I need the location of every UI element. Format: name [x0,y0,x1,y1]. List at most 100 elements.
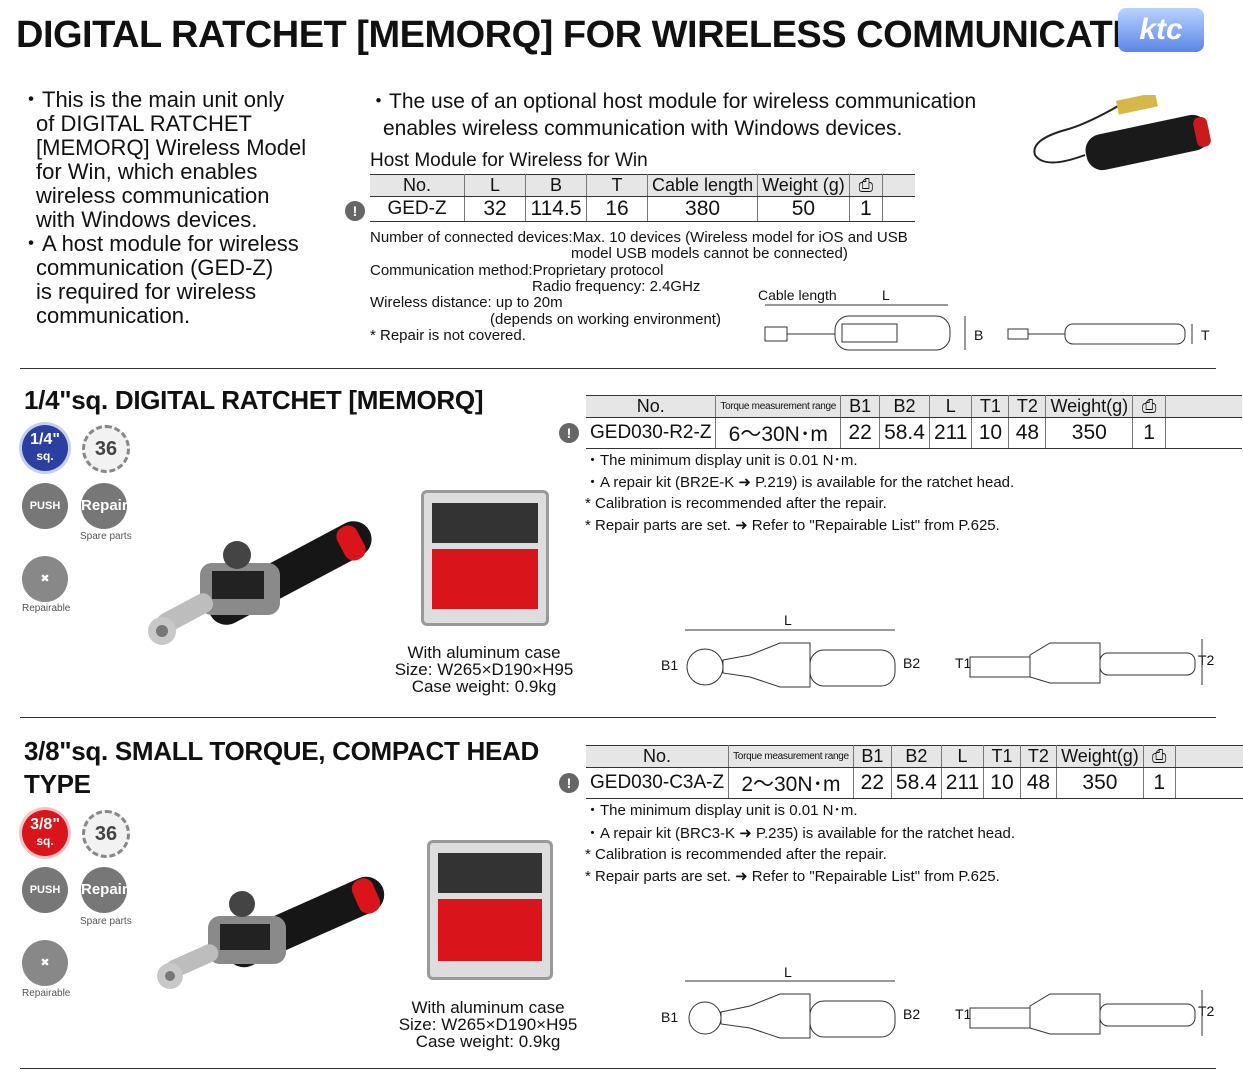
table-header: No. [370,174,465,197]
section-divider [20,717,1216,718]
wrench-icon: ✖ [22,556,68,602]
aluminum-case-image [427,840,553,980]
intro-line: communication. [36,303,191,328]
case-caption: Size: W265×D190×H95 [398,1015,578,1034]
warning-icon: ! [559,773,579,793]
table-header: No. [586,395,717,418]
table-header-empty [882,174,915,197]
dim-label-b1: B1 [661,657,679,673]
table-header: B1 [853,745,892,768]
repair-icon: Repair [81,867,128,913]
size-badge-bottom: sq. [36,449,54,463]
repairable-caption: Repairable [22,988,71,999]
table-row: GED-Z 32 114.5 16 380 50 1 [370,196,915,222]
dim-label-t1: T1 [955,655,972,671]
table-header: T [586,174,648,197]
size-badge-bottom: sq. [36,834,54,848]
table-cell-empty [1165,417,1243,449]
intro-right: ・The use of an optional host module for … [368,88,976,142]
table-cell: GED-Z [370,196,465,222]
host-module-image [1033,95,1211,171]
intro-line: ・The use of an optional host module for … [368,90,977,113]
push-button-icon: PUSH [22,483,68,529]
warning-icon: ! [345,201,365,221]
table-cell-empty [882,196,915,222]
table-cell: 1 [1132,417,1167,449]
table-cell: 58.4 [879,417,930,449]
table-cell: GED030-C3A-Z [586,767,730,799]
intro-line: ・This is the main unit only [20,87,285,112]
dim-label-l: L [784,612,792,628]
aluminum-case-image [421,490,549,626]
case-caption: Case weight: 0.9kg [411,677,557,696]
wrench-image [148,521,372,645]
table-cell: 16 [586,196,648,222]
table-header-empty [1175,745,1243,768]
table-header-row: No. Torque measurement range B1 B2 L T1 … [586,395,1243,418]
table-header: Weight(g) [1045,395,1134,418]
table-cell: 211 [929,417,973,449]
table-header: Torque measurement range [715,395,842,418]
table-header: ⎙ [1143,745,1176,768]
table-cell: GED030-R2-Z [586,417,717,449]
table-header: Weight(g) [1056,745,1144,768]
note-line: ・The minimum display unit is 0.01 N･m. [585,802,858,819]
table-header: B2 [891,745,942,768]
table-header: T2 [1020,745,1058,768]
dim-label-t: T [1201,327,1210,343]
table-header: T1 [971,395,1010,418]
note-line: * Repair parts are set. ➜ Refer to "Repa… [585,517,1000,534]
table-row: GED030-R2-Z 6～30N･m 22 58.4 211 10 48 35… [586,417,1243,449]
spare-parts-caption: Spare parts [80,531,132,542]
section-title: TYPE [24,769,91,799]
dim-label-cable-length: Cable length [758,287,837,303]
section-title: 1/4"sq. DIGITAL RATCHET [MEMORQ] [24,385,484,415]
dim-label-b2: B2 [903,655,921,671]
intro-line: is required for wireless [36,279,257,304]
section-divider [20,368,1216,369]
intro-line: wireless communication [36,183,270,208]
page-title: DIGITAL RATCHET [MEMORQ] FOR WIRELESS CO… [16,14,1179,56]
table-cell: 380 [647,196,759,222]
intro-line: ・A host module for wireless [20,231,299,256]
table-header: No. [586,745,730,768]
spec-table: No. Torque measurement range B1 B2 L T1 … [586,745,1243,799]
dim-label-b2: B2 [903,1006,921,1022]
case-caption: Size: W265×D190×H95 [394,660,574,679]
table-cell: 50 [757,196,850,222]
table-cell: 1 [1143,767,1176,799]
table-header: ⎙ [849,174,883,197]
host-spec-line: (depends on working environment) [490,311,721,328]
table-cell: 10 [971,417,1010,449]
intro-line: for Win, which enables [36,159,258,184]
table-cell: 114.5 [525,196,587,222]
table-cell: 48 [1020,767,1058,799]
host-module-table: No. L B T Cable length Weight (g) ⎙ GED-… [370,174,915,222]
table-header: B [525,174,587,197]
warning-icon: ! [559,423,579,443]
size-badge-top: 1/4" [30,431,60,448]
section-title: 3/8"sq. SMALL TORQUE, COMPACT HEAD [24,736,539,766]
section-divider [20,1068,1216,1069]
host-dimension-drawing [764,304,1193,351]
table-cell: 350 [1056,767,1144,799]
host-spec-line: Wireless distance: up to 20m [370,294,563,311]
push-button-icon: PUSH [22,867,68,913]
table-cell: 48 [1008,417,1047,449]
table-header: Weight (g) [757,174,850,197]
table-header: B1 [840,395,881,418]
wrench-image [157,876,385,989]
repairable-caption: Repairable [22,603,71,614]
table-cell: 22 [840,417,881,449]
dim-label-b: B [974,327,984,343]
host-spec-line: * Repair is not covered. [370,327,526,344]
table-cell: 32 [464,196,526,222]
intro-left: ・This is the main unit only of DIGITAL R… [20,88,306,328]
size-badge: 1/4" sq. [22,425,68,471]
host-spec-line: Communication method:Proprietary protoco… [370,262,664,279]
gear-teeth-icon: 36 [82,425,130,473]
table-header-row: No. L B T Cable length Weight (g) ⎙ [370,174,915,197]
note-line: ・A repair kit (BRC3-K ➜ P.235) is availa… [585,825,1015,842]
table-header: T1 [983,745,1021,768]
dim-label-b1: B1 [661,1009,679,1025]
